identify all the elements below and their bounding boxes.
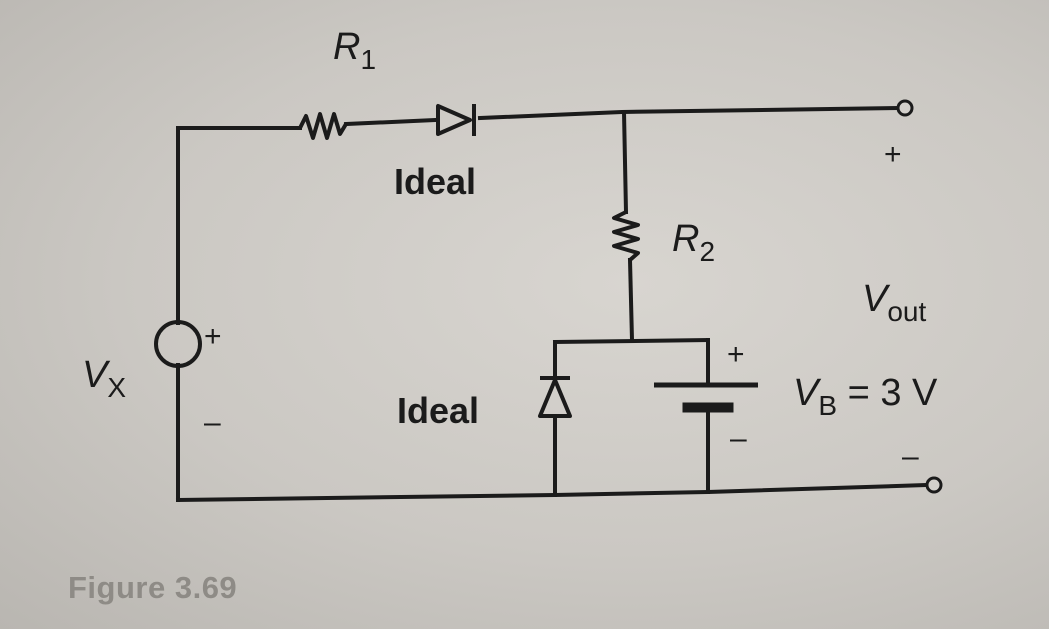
vx-minus-sign: – <box>204 406 221 439</box>
vb-plus-sign: + <box>727 338 745 371</box>
wire-to-r2 <box>621 109 629 215</box>
voltage-source-vx <box>154 320 202 368</box>
vout-minus-sign: – <box>902 440 919 473</box>
wire-r1-to-diode <box>343 117 439 127</box>
vb-label: VB = 3 V <box>793 372 938 421</box>
resistor-r1 <box>298 112 348 140</box>
wire-middle-branch <box>552 337 711 345</box>
wires <box>175 105 931 503</box>
battery-vb <box>654 382 758 413</box>
r2-label: R2 <box>672 218 716 267</box>
wire-left-top <box>176 126 302 325</box>
ideal-label-bottom: Ideal <box>397 390 480 431</box>
vx-label: VX <box>82 354 127 403</box>
r1-label: R1 <box>333 26 377 75</box>
resistor-r2 <box>612 210 640 262</box>
wire-top-rail <box>477 105 901 121</box>
wire-r2-down <box>627 257 635 343</box>
vout-label: Vout <box>862 278 927 327</box>
diode-bottom-ideal <box>538 376 572 418</box>
diode-top-ideal <box>436 104 476 136</box>
vout-plus-sign: + <box>884 138 902 171</box>
wire-bottom-rail <box>175 482 931 503</box>
output-terminal-minus <box>925 476 943 494</box>
vx-plus-sign: + <box>204 320 222 353</box>
output-terminal-plus <box>896 99 914 117</box>
vb-minus-sign: – <box>730 422 747 455</box>
ideal-label-top: Ideal <box>394 161 477 202</box>
figure-caption: Figure 3.69 <box>68 570 238 605</box>
